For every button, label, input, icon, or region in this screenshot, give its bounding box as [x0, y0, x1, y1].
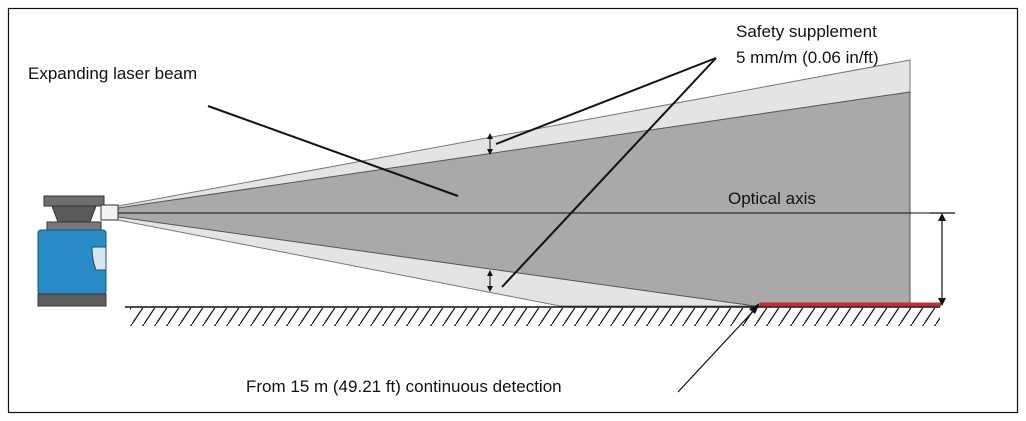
- supplement-leader-upper: [495, 57, 717, 145]
- detection-leader-line: [677, 305, 759, 393]
- upper-supplement-arrow-icon: [487, 133, 493, 155]
- supplement-leader-lower: [501, 57, 717, 288]
- mounting-height-dimension: [930, 212, 955, 306]
- lower-supplement-arrow-icon: [487, 270, 493, 292]
- detection-label: From 15 m (49.21 ft) continuous detectio…: [246, 377, 562, 396]
- supplement-label-line1: Safety supplement: [736, 22, 877, 41]
- beam-label: Expanding laser beam: [28, 64, 197, 83]
- laser-scanner-device: [37, 195, 119, 307]
- supplement-label-line2: 5 mm/m (0.06 in/ft): [736, 48, 879, 67]
- beam-leader-line: [207, 105, 459, 197]
- diagram-frame: [7, 7, 1019, 414]
- ground-hatching: [130, 308, 940, 326]
- detection-arrowhead-icon: [749, 303, 760, 314]
- optical-axis-label: Optical axis: [728, 189, 816, 208]
